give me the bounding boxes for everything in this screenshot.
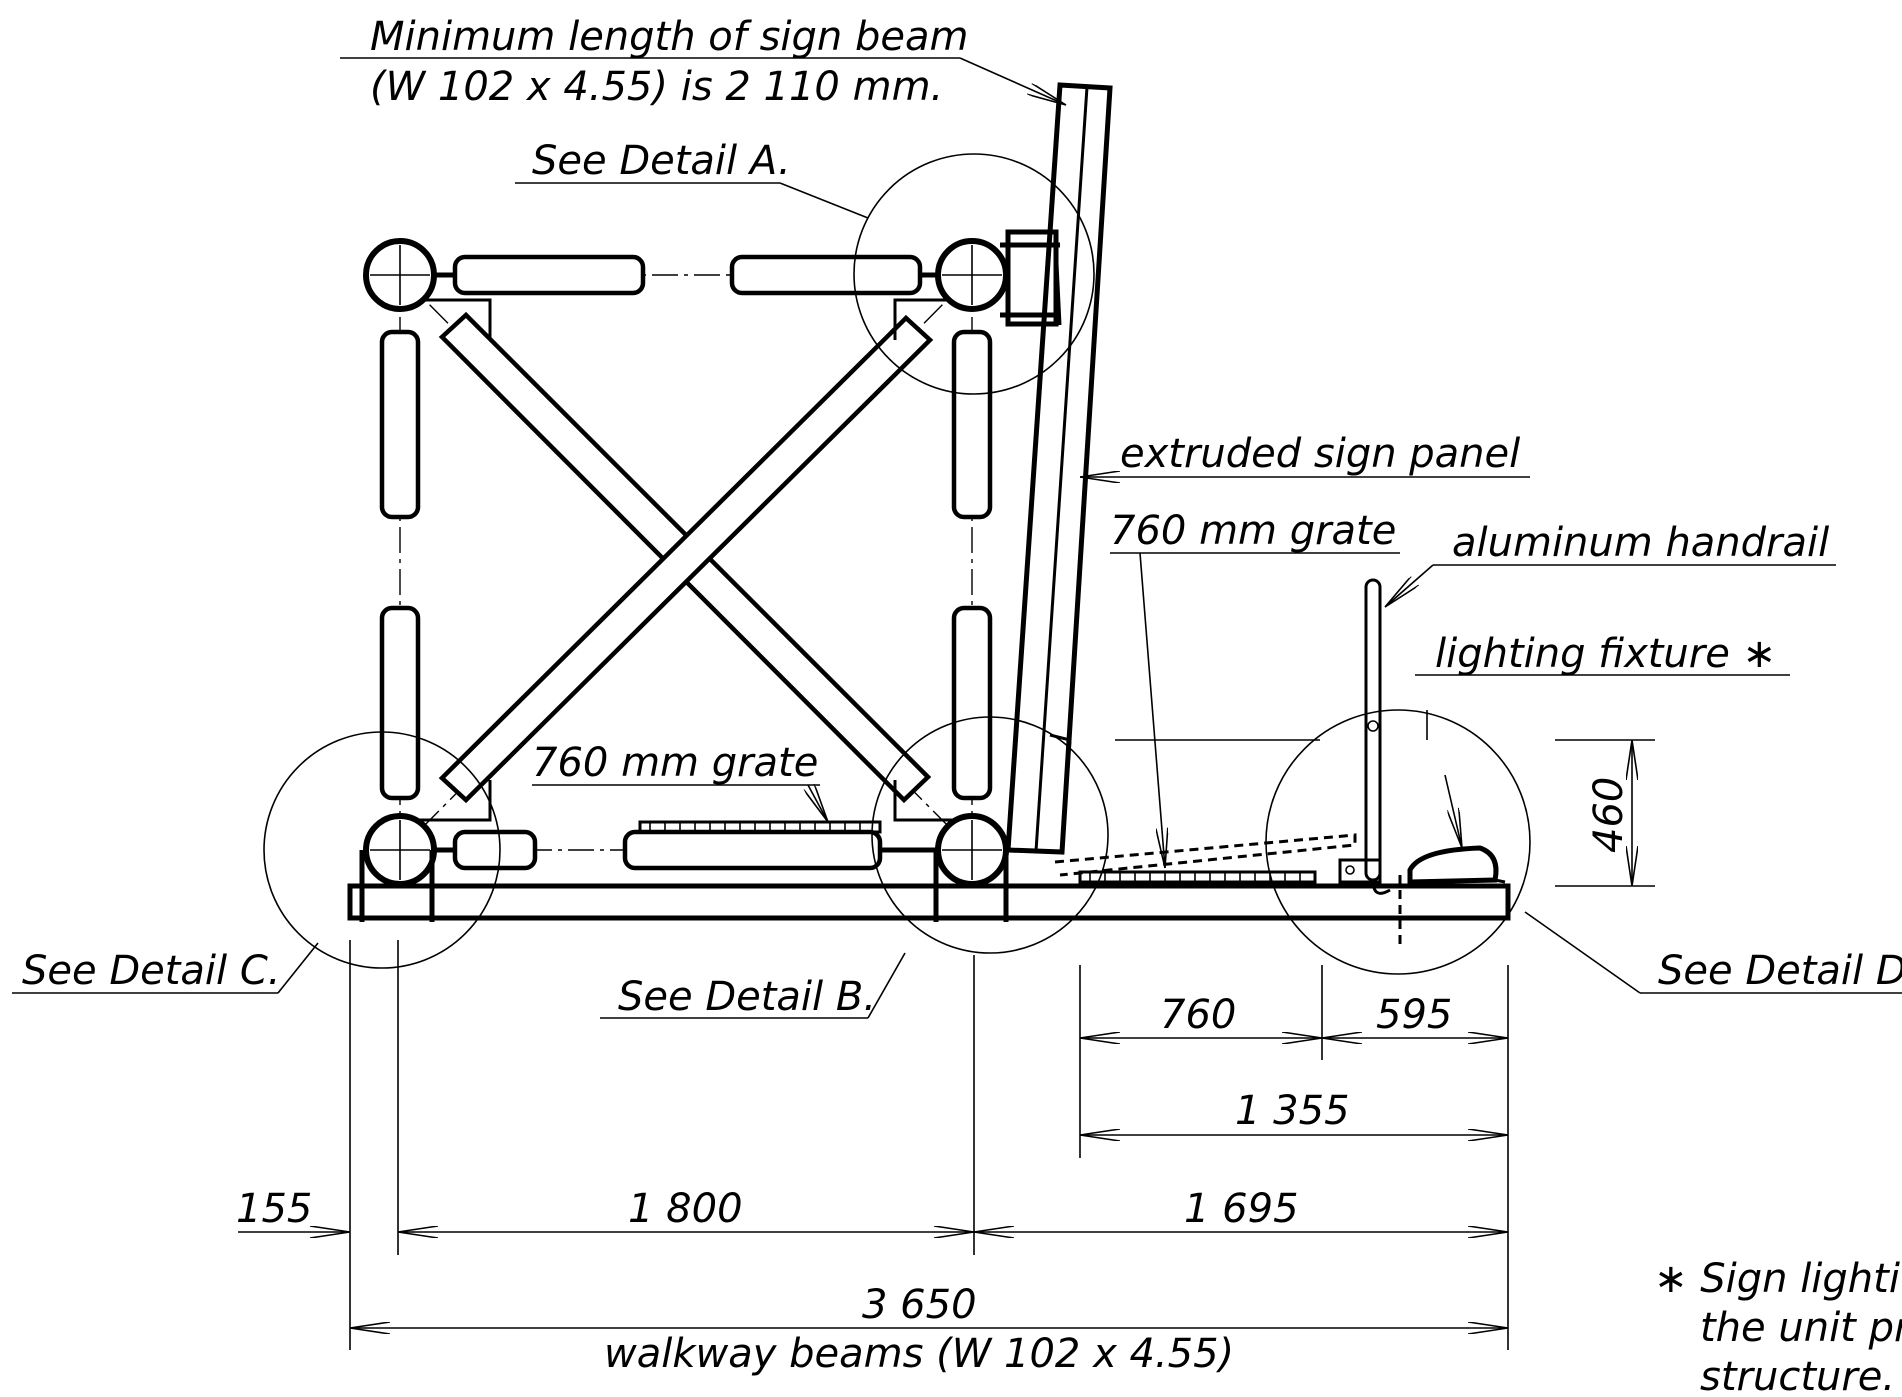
lighting-fixture	[1398, 845, 1506, 945]
left-post-lower	[379, 605, 421, 801]
labels: Minimum length of sign beam (W 102 x 4.5…	[22, 14, 1902, 1397]
dim-155: 155	[236, 1186, 312, 1232]
dimension-lines	[238, 739, 1655, 1350]
walkway-grate-right	[1054, 833, 1357, 884]
grate-left-label: 760 mm grate	[532, 740, 818, 786]
dim-1800: 1 800	[628, 1186, 743, 1232]
walkway-beams-label: walkway beams (W 102 x 4.55)	[604, 1331, 1234, 1377]
dim-460: 460	[1586, 777, 1632, 853]
truss-members	[359, 238, 1009, 922]
lighting-fixture-label: lighting fixture ∗	[1435, 631, 1776, 677]
top-chord-right	[729, 254, 923, 296]
right-post-lower	[951, 605, 993, 801]
sign-beam-label-line1: Minimum length of sign beam	[370, 14, 968, 60]
detail-a-circle	[853, 153, 1095, 395]
dim-3650: 3 650	[862, 1282, 977, 1328]
note-line2: the unit pr	[1700, 1305, 1902, 1351]
note-line3: structure.	[1700, 1354, 1895, 1397]
handrail-label: aluminum handrail	[1452, 520, 1829, 566]
detail-d-label: See Detail D.	[1658, 948, 1902, 994]
detail-d-circle	[1265, 709, 1531, 975]
bottom-chord-middle	[622, 829, 883, 871]
left-post-upper	[379, 329, 421, 520]
walkway-base	[347, 883, 1511, 921]
dim-1695: 1 695	[1184, 1186, 1299, 1232]
dim-1355: 1 355	[1235, 1088, 1350, 1134]
handrail	[1338, 578, 1391, 895]
bottom-chord-left	[452, 829, 538, 871]
dim-760: 760	[1160, 992, 1236, 1038]
top-chord-left	[452, 254, 646, 296]
sign-beam-label-line2: (W 102 x 4.55) is 2 110 mm.	[370, 64, 943, 110]
right-post-upper	[951, 329, 993, 520]
detail-a-label: See Detail A.	[532, 138, 791, 184]
diagonal-brace-2	[438, 314, 934, 804]
walkway-grate-left	[638, 820, 882, 834]
dim-595: 595	[1376, 992, 1452, 1038]
grate-right-label: 760 mm grate	[1110, 508, 1396, 554]
sign-panel-label: extruded sign panel	[1120, 431, 1520, 477]
note-line1: ∗ Sign lighti	[1654, 1256, 1900, 1302]
detail-b-label: See Detail B.	[618, 974, 876, 1020]
detail-b-circle	[871, 716, 1109, 954]
leaders	[12, 57, 1902, 1019]
detail-c-label: See Detail C.	[22, 948, 281, 994]
detail-c-circle	[263, 731, 501, 969]
detail-circles	[263, 153, 1531, 975]
